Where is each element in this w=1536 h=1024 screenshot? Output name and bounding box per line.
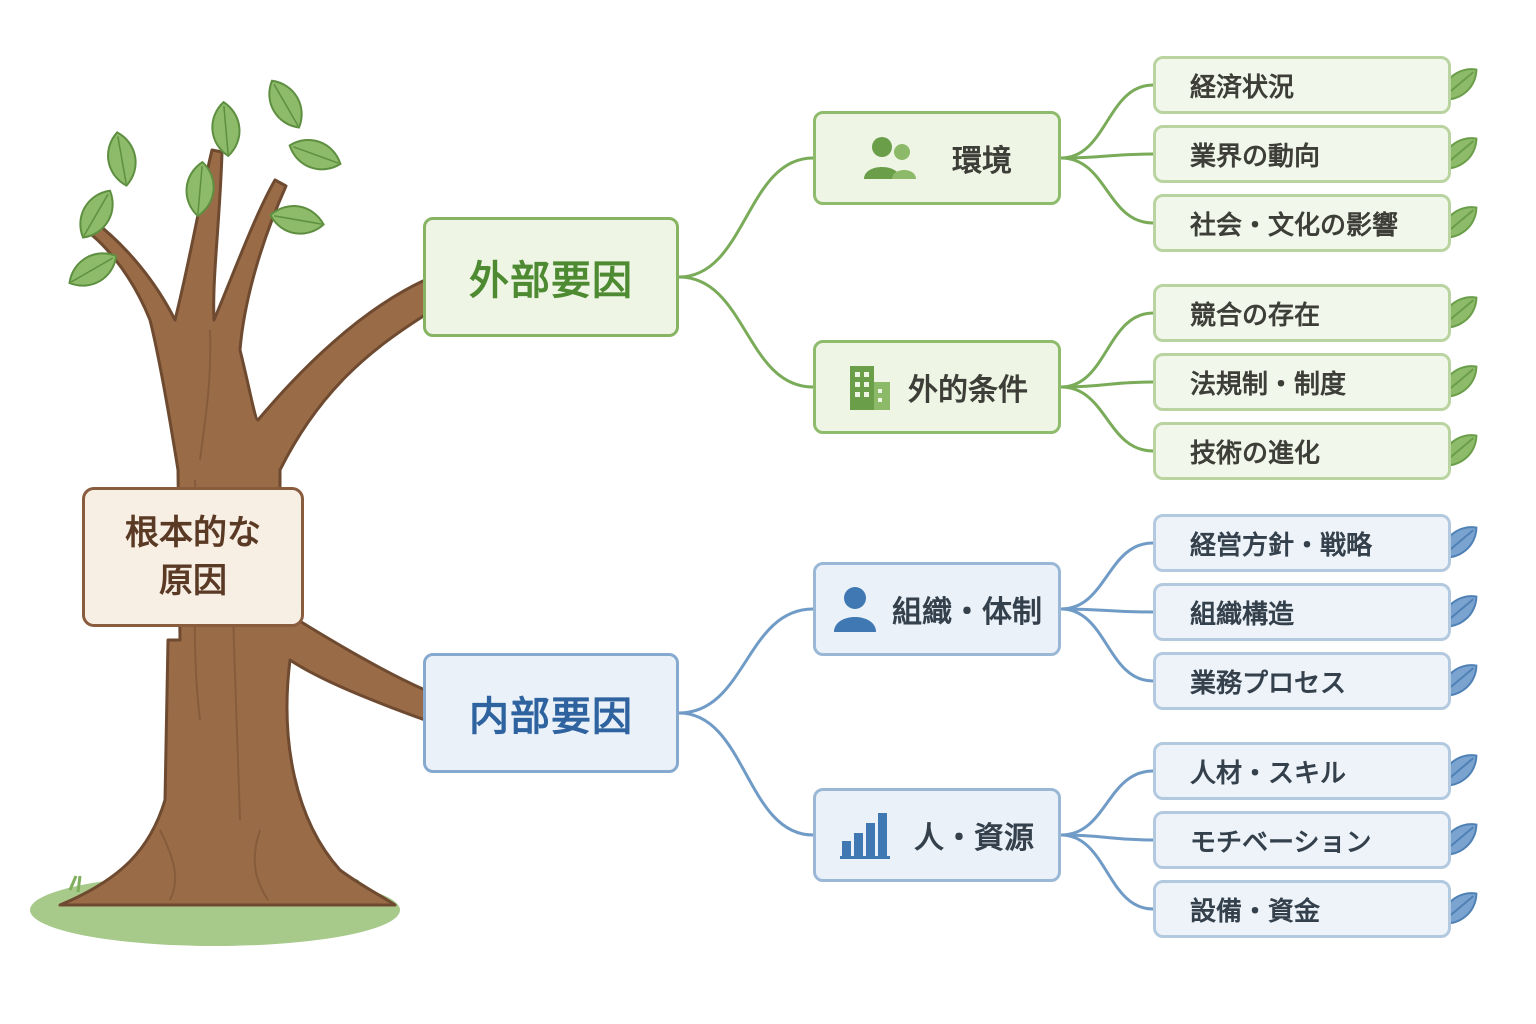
item-competition: 競合の存在 (1153, 284, 1451, 342)
connector-group2-item1 (1059, 607, 1155, 614)
root-cause-line2: 原因 (159, 561, 227, 601)
external-factors-box: 外部要因 (423, 217, 679, 337)
root-cause-line1: 根本的な (125, 513, 261, 553)
item-strategy: 経営方針・戦略 (1153, 514, 1451, 572)
item-regulation: 法規制・制度 (1153, 353, 1451, 411)
tree-leaf (79, 189, 114, 239)
connector-group0-item1 (1059, 152, 1155, 160)
connector-group3-item1 (1059, 833, 1155, 842)
connector-internal-resources (677, 711, 815, 837)
item-label: 法規制・制度 (1190, 369, 1347, 400)
organization-label: 組織・体制 (892, 595, 1042, 630)
connectors (677, 83, 1155, 911)
tree-leaf (107, 131, 137, 187)
item-label: 経済状況 (1190, 72, 1295, 103)
external-conditions-label: 外的条件 (908, 373, 1028, 408)
external-factors-label: 外部要因 (469, 258, 633, 304)
item-org-structure: 組織構造 (1153, 583, 1451, 641)
connector-group0-item2 (1059, 156, 1155, 225)
people-resources-box: 人・資源 (813, 788, 1061, 882)
root-cause-box: 根本的な 原因 (82, 487, 304, 627)
people-resources-label: 人・資源 (914, 821, 1034, 856)
connector-group1-item0 (1059, 311, 1155, 389)
item-talent-skills: 人材・スキル (1153, 742, 1451, 800)
tree-leaf (211, 100, 241, 158)
connector-external-conditions (677, 275, 815, 389)
item-motivation: モチベーション (1153, 811, 1451, 869)
item-technology: 技術の進化 (1153, 422, 1451, 480)
connector-group0-item0 (1059, 83, 1155, 160)
connector-group1-item1 (1059, 380, 1155, 389)
item-label: モチベーション (1190, 827, 1372, 858)
person-icon (834, 587, 876, 632)
item-label: 業界の動向 (1190, 141, 1321, 172)
item-label: 競合の存在 (1190, 300, 1321, 331)
tree-leaf (268, 79, 303, 129)
item-label: 技術の進化 (1190, 438, 1321, 469)
item-label: 組織構造 (1190, 599, 1295, 630)
tree-leaf (269, 205, 325, 235)
item-label: 経営方針・戦略 (1190, 530, 1373, 561)
internal-factors-label: 内部要因 (469, 694, 633, 740)
internal-factors-box: 内部要因 (423, 653, 679, 773)
item-industry-trends: 業界の動向 (1153, 125, 1451, 183)
item-label: 業務プロセス (1190, 668, 1347, 699)
item-social-culture: 社会・文化の影響 (1153, 194, 1451, 252)
external-conditions-box: 外的条件 (813, 340, 1061, 434)
item-economy: 経済状況 (1153, 56, 1451, 114)
tree-leaf (185, 160, 215, 218)
connector-internal-organization (677, 607, 815, 715)
item-label: 社会・文化の影響 (1190, 210, 1399, 241)
connector-group3-item2 (1059, 833, 1155, 911)
environment-box: 環境 (813, 111, 1061, 205)
item-leaf-icons (1434, 68, 1478, 930)
item-business-process: 業務プロセス (1153, 652, 1451, 710)
environment-label: 環境 (952, 144, 1012, 179)
bar-chart-icon (840, 813, 890, 859)
tree-leaf (68, 252, 118, 287)
connector-external-environment (677, 156, 815, 279)
connector-group2-item2 (1059, 607, 1155, 683)
connector-group2-item0 (1059, 541, 1155, 611)
item-equipment-funds: 設備・資金 (1153, 880, 1451, 938)
tree-leaf (288, 139, 342, 171)
tree-leaves (68, 79, 342, 287)
organization-box: 組織・体制 (813, 562, 1061, 656)
item-label: 人材・スキル (1190, 758, 1347, 789)
people-icon (864, 137, 916, 179)
item-label: 設備・資金 (1190, 896, 1321, 927)
building-icon (850, 366, 890, 410)
connector-group1-item2 (1059, 385, 1155, 453)
connector-group3-item0 (1059, 769, 1155, 837)
